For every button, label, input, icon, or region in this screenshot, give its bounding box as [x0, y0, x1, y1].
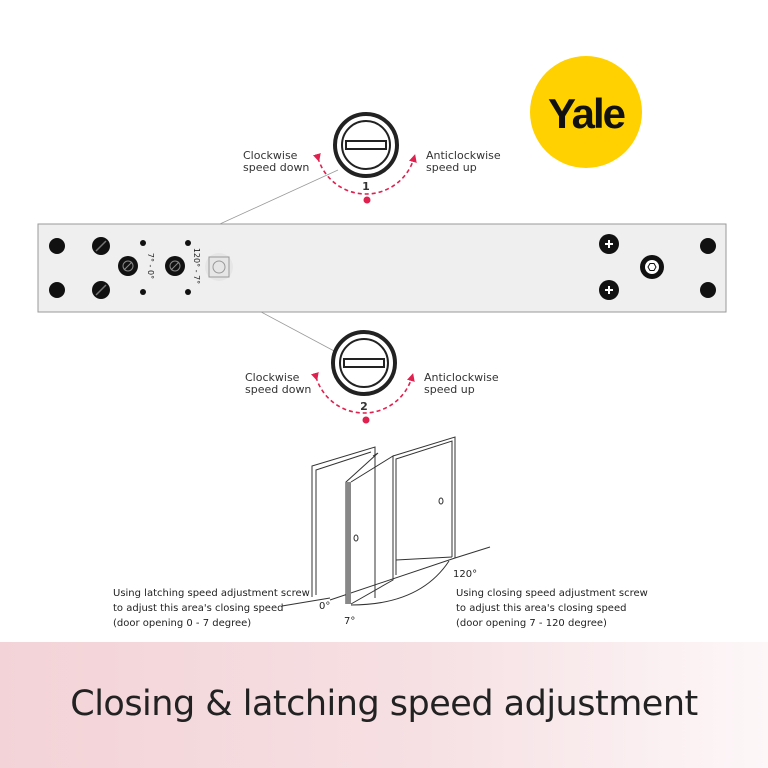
svg-text:Using closing speed adjustment: Using closing speed adjustment screw: [456, 588, 648, 599]
door-closer-body: 7° - 0° 120° - 7°: [37, 223, 727, 313]
svg-text:(door opening 0 - 7 degree): (door opening 0 - 7 degree): [113, 618, 251, 629]
yale-logo: Yale: [530, 56, 642, 168]
latching-speed-screw: [118, 256, 138, 276]
door-diagram: [281, 436, 491, 607]
svg-text:to adjust this area's closing: to adjust this area's closing speed: [113, 603, 283, 614]
svg-text:Yale: Yale: [548, 90, 625, 137]
svg-text:speed down: speed down: [243, 161, 309, 174]
rotation-arrow-icon: [313, 153, 417, 195]
svg-text:Using latching speed adjustmen: Using latching speed adjustment screw: [113, 588, 310, 599]
svg-text:speed up: speed up: [424, 383, 475, 396]
svg-text:1: 1: [362, 180, 370, 193]
svg-text:2: 2: [360, 400, 368, 413]
svg-text:Anticlockwise: Anticlockwise: [424, 371, 499, 384]
svg-text:to adjust this area's closing: to adjust this area's closing speed: [456, 603, 626, 614]
svg-text:7° - 0°: 7° - 0°: [146, 253, 155, 279]
footer-title: Closing & latching speed adjustment: [70, 684, 698, 724]
svg-text:0°: 0°: [319, 601, 330, 612]
footer-band: [0, 642, 768, 768]
svg-text:Clockwise: Clockwise: [245, 371, 300, 384]
svg-text:120°: 120°: [453, 569, 477, 580]
svg-text:7°: 7°: [344, 616, 355, 627]
svg-text:(door opening 7 - 120 degree): (door opening 7 - 120 degree): [456, 618, 607, 629]
svg-text:120° - 7°: 120° - 7°: [192, 248, 201, 284]
svg-text:speed up: speed up: [426, 161, 477, 174]
rotation-arrow-icon: [311, 372, 415, 414]
svg-text:Clockwise: Clockwise: [243, 149, 298, 162]
closing-speed-screw: [165, 256, 185, 276]
dial-1: 1 Clockwise speed down Anticlockwise spe…: [243, 112, 501, 204]
svg-text:speed down: speed down: [245, 383, 311, 396]
svg-text:Anticlockwise: Anticlockwise: [426, 149, 501, 162]
dial-2: 2 Clockwise speed down Anticlockwise spe…: [245, 330, 499, 424]
